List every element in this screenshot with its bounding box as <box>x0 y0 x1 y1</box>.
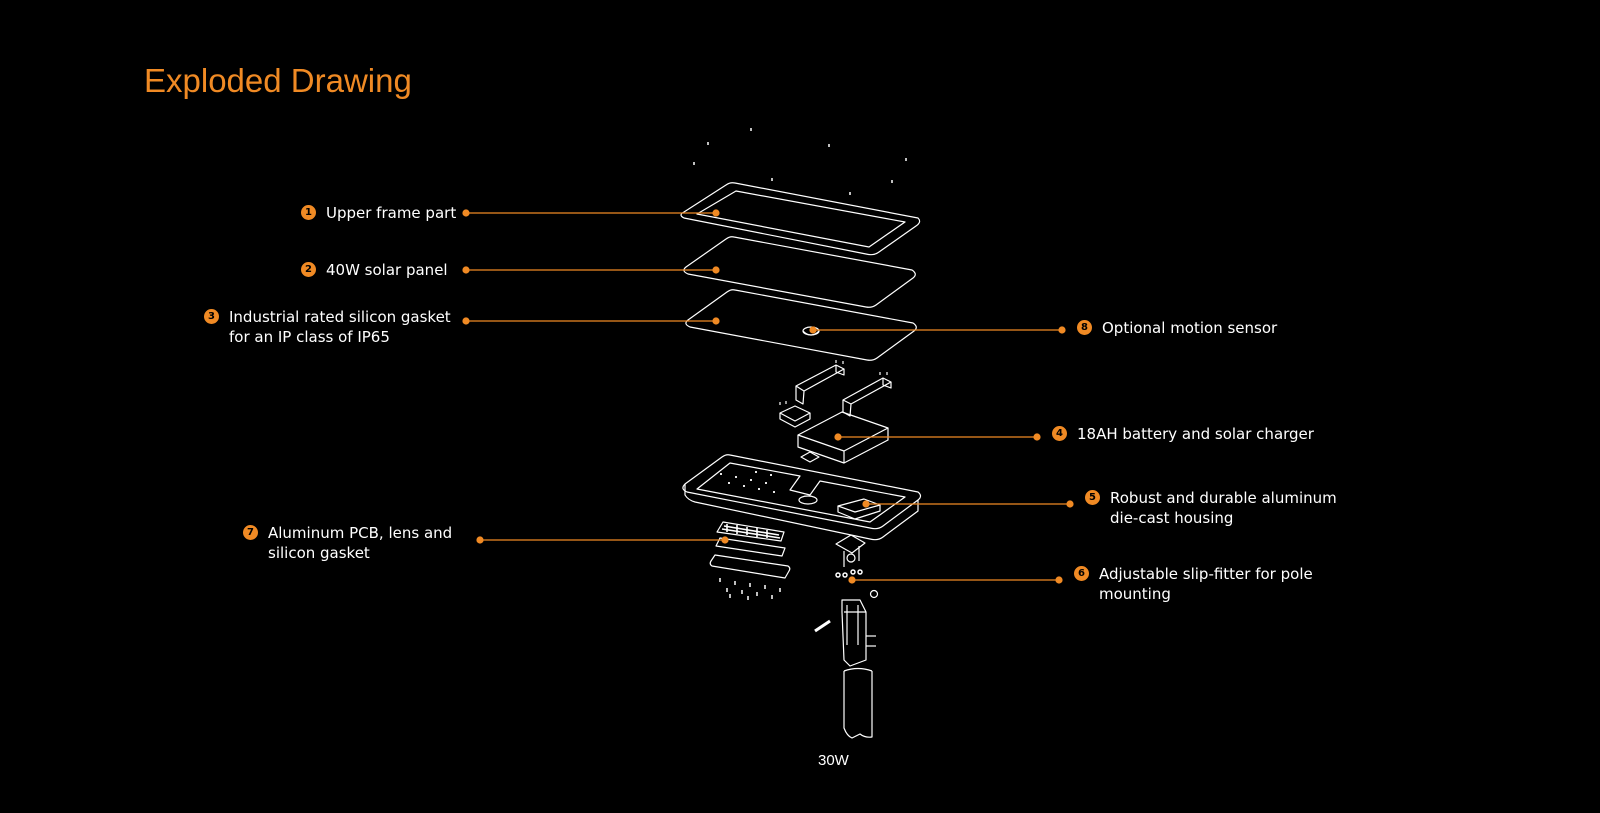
leader-dot <box>809 326 817 334</box>
leader-dot <box>712 317 720 325</box>
callout-upper-frame: 1 Upper frame part <box>301 203 456 223</box>
leader-dot <box>462 209 470 217</box>
callout-text: 40W solar panel <box>326 261 448 279</box>
callout-text: Industrial rated silicon gasket <box>229 308 451 326</box>
callout-number-badge: 8 <box>1077 320 1092 335</box>
callout-text: Optional motion sensor <box>1102 319 1278 337</box>
slip-fitter <box>814 534 879 667</box>
callout-text: 18AH battery and solar charger <box>1077 425 1314 443</box>
leader-dot <box>476 536 484 544</box>
brackets <box>779 360 892 417</box>
callout-number-badge: 2 <box>301 262 316 277</box>
callout-number-badge: 3 <box>204 309 219 324</box>
leader-dot <box>462 317 470 325</box>
wattage-caption: 30W <box>818 752 849 769</box>
small-block <box>779 405 811 428</box>
battery-box <box>797 411 889 464</box>
housing <box>682 454 922 541</box>
callout-text-line-2: for an IP class of IP65 <box>229 328 390 346</box>
leader-dot <box>862 500 870 508</box>
callout-text: Upper frame part <box>326 204 457 222</box>
callout-number-badge: 7 <box>243 525 258 540</box>
callout-number-badge: 5 <box>1085 490 1100 505</box>
leader-dot <box>1033 433 1041 441</box>
callout-text: Adjustable slip-fitter for pole <box>1099 565 1313 583</box>
callout-solar-panel: 2 40W solar panel <box>301 260 448 280</box>
pole <box>843 667 873 739</box>
leader-dot <box>712 209 720 217</box>
solar-panel <box>683 236 916 308</box>
callout-text: Aluminum PCB, lens and <box>268 524 453 542</box>
leader-dot <box>834 433 842 441</box>
callout-number-badge: 6 <box>1074 566 1089 581</box>
leader-dot <box>712 266 720 274</box>
callout-slip-fitter: 6 Adjustable slip-fitter for pole mounti… <box>1074 564 1313 604</box>
callout-text-line-2: die-cast housing <box>1110 509 1234 527</box>
leader-dot <box>1055 576 1063 584</box>
upper-frame <box>680 182 921 256</box>
callout-text-line-2: mounting <box>1099 585 1171 603</box>
top-screws <box>693 128 907 195</box>
page-title: Exploded Drawing <box>144 62 412 99</box>
gasket-layer <box>685 289 917 361</box>
pcb-stack <box>709 521 791 600</box>
leader-dot <box>721 536 729 544</box>
leader-dot <box>462 266 470 274</box>
callout-pcb-lens: 7 Aluminum PCB, lens and silicon gasket <box>243 523 452 563</box>
callout-motion-sensor: 8 Optional motion sensor <box>1077 318 1277 338</box>
callout-battery: 4 18AH battery and solar charger <box>1052 424 1314 444</box>
leader-dot <box>1058 326 1066 334</box>
callout-text-line-2: silicon gasket <box>268 544 370 562</box>
battery-connector <box>800 451 820 463</box>
callout-silicon-gasket: 3 Industrial rated silicon gasket for an… <box>204 307 451 347</box>
callout-text: Robust and durable aluminum <box>1110 489 1337 507</box>
leader-dot <box>1066 500 1074 508</box>
callout-number-badge: 4 <box>1052 426 1067 441</box>
callout-housing: 5 Robust and durable aluminum die-cast h… <box>1085 488 1337 528</box>
callout-number-badge: 1 <box>301 205 316 220</box>
leader-dot <box>848 576 856 584</box>
